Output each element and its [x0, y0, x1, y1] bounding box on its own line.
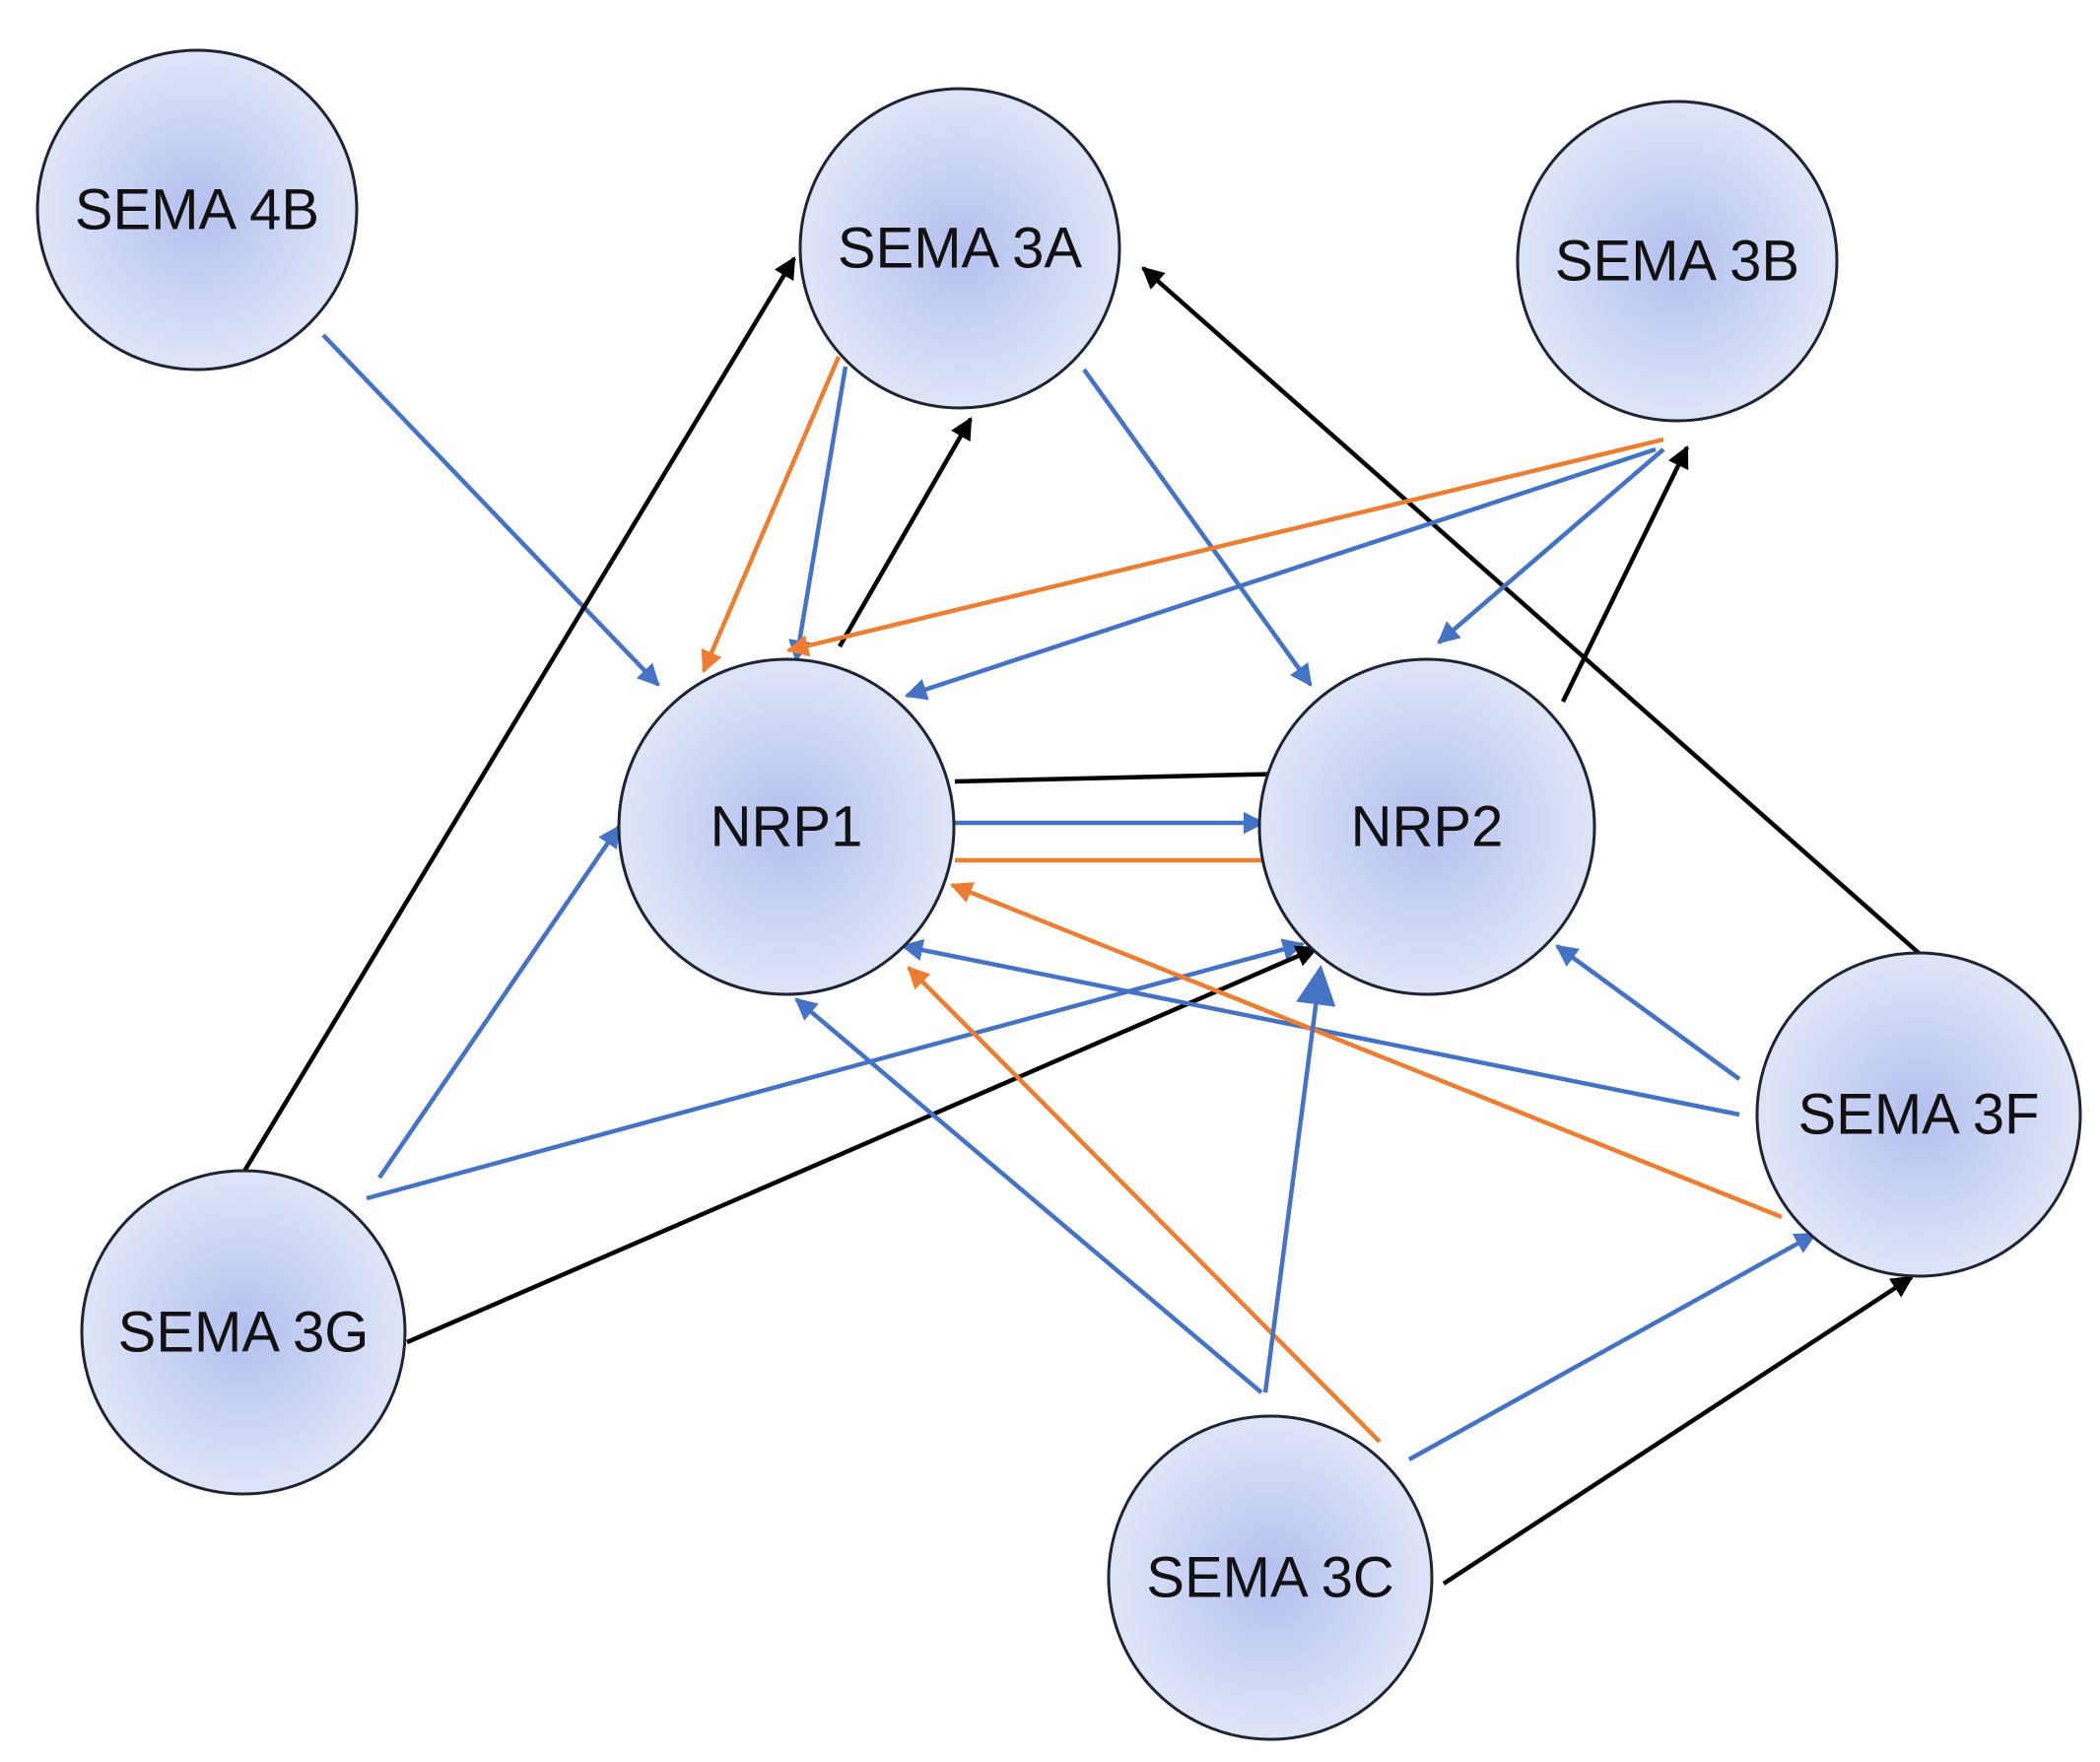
- nodes-layer: SEMA 4B SEMA 3A SEMA 3B NRP1 NRP2 SEMA 3…: [35, 48, 2082, 1741]
- node-circle: [1257, 657, 1596, 996]
- edges-layer: [241, 256, 1921, 1586]
- node-label: NRP1: [711, 795, 863, 859]
- edge-sema3a-to-nrp2-blue: [1082, 368, 1313, 687]
- edge-nrp2-to-sema3b-black: [1560, 444, 1690, 703]
- edge-sema3f-to-sema3a-black: [1141, 266, 1921, 955]
- node-sema-3b: SEMA 3B: [1516, 100, 1839, 423]
- edge-sema3b-to-nrp1-blue: [904, 446, 1657, 701]
- node-circle: [1755, 951, 2082, 1278]
- node-nrp2: NRP2: [1257, 657, 1596, 996]
- edge-nrp1-to-sema3a-black: [838, 417, 973, 648]
- node-label: SEMA 3F: [1798, 1083, 2040, 1147]
- node-label: SEMA 3A: [838, 217, 1083, 281]
- node-sema-4b: SEMA 4B: [35, 48, 359, 372]
- edge-sema3c-to-nrp1-blue: [794, 997, 1263, 1394]
- edge-sema3f-to-nrp2-blue: [1555, 944, 1741, 1081]
- node-circle: [80, 1169, 407, 1496]
- node-label: SEMA 3C: [1146, 1546, 1393, 1610]
- edge-nrp1-to-nrp2-black: [954, 763, 1294, 785]
- edge-sema3g-to-nrp2-blue: [366, 938, 1306, 1201]
- node-circle: [798, 87, 1121, 410]
- edge-sema3a-to-nrp1-blue: [788, 366, 848, 663]
- node-nrp1: NRP1: [617, 657, 956, 996]
- node-circle: [1516, 100, 1839, 423]
- node-circle: [35, 48, 359, 372]
- edge-sema3a-to-nrp1-orange: [701, 356, 842, 674]
- edge-sema3b-to-nrp2-blue: [1437, 447, 1665, 644]
- edge-sema3b-to-nrp1-orange: [785, 437, 1664, 657]
- node-sema-3g: SEMA 3G: [80, 1169, 407, 1496]
- node-label: SEMA 3G: [118, 1301, 370, 1365]
- node-circle: [617, 657, 956, 996]
- node-sema-3f: SEMA 3F: [1755, 951, 2082, 1278]
- edge-sema3g-to-nrp1-blue: [377, 825, 621, 1180]
- edge-sema3c-to-nrp1-orange: [907, 966, 1382, 1444]
- edge-sema3c-to-sema3f-black: [1442, 1275, 1914, 1586]
- node-sema-3a: SEMA 3A: [798, 87, 1121, 410]
- edge-sema3c-to-sema3f-blue: [1407, 1232, 1817, 1461]
- edge-sema3f-to-nrp1-orange: [949, 882, 1783, 1220]
- node-label: NRP2: [1351, 795, 1504, 859]
- node-label: SEMA 3B: [1555, 230, 1799, 294]
- edge-sema4b-to-nrp1-blue: [321, 333, 660, 687]
- edge-sema3c-to-nrp2-blue: [1262, 964, 1336, 1393]
- node-circle: [1107, 1414, 1434, 1741]
- edge-sema3g-to-nrp2-black: [406, 945, 1320, 1345]
- node-sema-3c: SEMA 3C: [1107, 1414, 1434, 1741]
- edge-sema3g-to-sema3a-black: [241, 256, 796, 1175]
- node-label: SEMA 4B: [75, 178, 319, 242]
